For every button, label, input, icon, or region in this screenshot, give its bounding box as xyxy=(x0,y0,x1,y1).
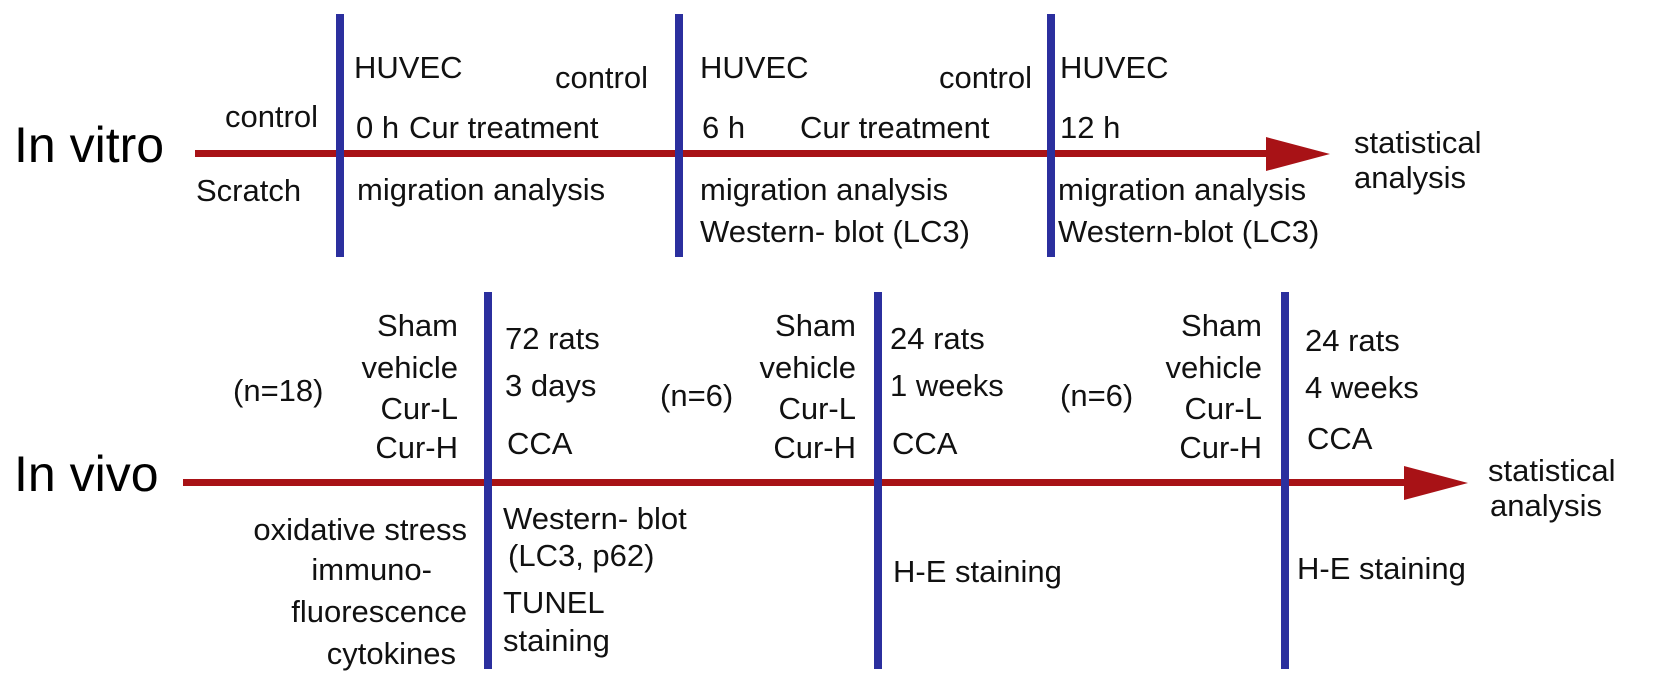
in-vivo-seg3-count: 24 rats xyxy=(1305,323,1400,358)
in-vivo-seg0-n: (n=18) xyxy=(233,373,324,408)
in-vitro-seg2-control: control xyxy=(938,60,1032,95)
in-vivo-divider-4weeks xyxy=(1281,292,1289,669)
in-vivo-divider-3days xyxy=(484,292,492,669)
in-vitro-divider-0h xyxy=(336,14,344,257)
in-vitro-seg2-cells: HUVEC xyxy=(700,50,809,85)
in-vitro-seg1-analysis: migration analysis xyxy=(357,172,606,207)
in-vivo-seg2-group-curl: Cur-L xyxy=(1184,391,1262,426)
in-vitro-endpoint-line1: statistical xyxy=(1354,125,1482,160)
in-vitro-seg2-analysis1: migration analysis xyxy=(700,172,949,207)
in-vitro-seg2-time: 6 h xyxy=(702,110,746,145)
in-vivo-seg2-group-vehicle: vehicle xyxy=(1165,350,1263,385)
in-vitro-seg3-analysis1: migration analysis xyxy=(1058,172,1307,207)
in-vivo-seg1-model: CCA xyxy=(507,426,573,461)
in-vivo-seg2-count: 24 rats xyxy=(890,321,985,356)
in-vivo-seg1-assay-staining: staining xyxy=(503,623,610,658)
in-vivo-seg3-assay: H-E staining xyxy=(1297,551,1466,586)
in-vivo-seg0-assay-oxidative: oxidative stress xyxy=(253,512,467,547)
in-vivo-timeline-line xyxy=(183,479,1408,486)
in-vitro-divider-12h xyxy=(1047,14,1055,257)
in-vivo-seg2-duration: 1 weeks xyxy=(890,368,1004,403)
in-vivo-seg0-assay-fluorescence: fluorescence xyxy=(291,594,467,629)
in-vivo-seg2-group-curh: Cur-H xyxy=(1179,430,1262,465)
in-vivo-seg1-group-vehicle: vehicle xyxy=(759,350,857,385)
in-vitro-seg1-control: control xyxy=(554,60,648,95)
in-vivo-seg1-group-sham: Sham xyxy=(775,308,856,343)
in-vitro-seg1-time: 0 h xyxy=(356,110,400,145)
in-vitro-seg0-scratch: Scratch xyxy=(196,173,302,208)
in-vivo-seg3-model: CCA xyxy=(1307,421,1373,456)
in-vitro-seg3-time: 12 h xyxy=(1060,110,1121,145)
in-vivo-seg1-group-curh: Cur-H xyxy=(773,430,856,465)
in-vivo-seg1-count: 72 rats xyxy=(505,321,600,356)
in-vitro-timeline-line xyxy=(195,150,1270,157)
in-vivo-seg1-assay-markers: (LC3, p62) xyxy=(508,538,655,573)
in-vitro-seg1-treatment: Cur treatment xyxy=(409,110,599,145)
in-vivo-seg0-assay-immuno: immuno- xyxy=(311,552,432,587)
in-vivo-seg2-model: CCA xyxy=(892,426,958,461)
in-vivo-seg1-n: (n=6) xyxy=(660,378,734,413)
in-vitro-endpoint-line2: analysis xyxy=(1354,160,1466,195)
in-vivo-seg2-assay: H-E staining xyxy=(893,554,1062,589)
in-vitro-seg1-cells: HUVEC xyxy=(354,50,463,85)
in-vitro-seg2-treatment: Cur treatment xyxy=(800,110,990,145)
in-vitro-arrowhead-icon xyxy=(1266,137,1330,171)
in-vitro-divider-6h xyxy=(675,14,683,257)
in-vitro-seg0-control: control xyxy=(224,99,318,134)
in-vivo-seg1-assay-tunel: TUNEL xyxy=(503,585,605,620)
in-vivo-seg2-n: (n=6) xyxy=(1060,378,1134,413)
in-vivo-seg1-duration: 3 days xyxy=(505,368,597,403)
in-vivo-seg2-group-sham: Sham xyxy=(1181,308,1262,343)
in-vivo-arrowhead-icon xyxy=(1404,466,1468,500)
in-vitro-seg3-analysis2: Western-blot (LC3) xyxy=(1058,214,1320,249)
in-vivo-endpoint-line1: statistical xyxy=(1488,453,1616,488)
in-vitro-label: In vitro xyxy=(14,117,165,173)
in-vivo-seg0-group-curl: Cur-L xyxy=(380,391,458,426)
in-vitro-seg2-analysis2: Western- blot (LC3) xyxy=(700,214,970,249)
in-vivo-seg0-group-sham: Sham xyxy=(377,308,458,343)
in-vivo-seg0-group-vehicle: vehicle xyxy=(361,350,459,385)
in-vitro-seg3-cells: HUVEC xyxy=(1060,50,1169,85)
in-vivo-divider-1week xyxy=(874,292,882,669)
in-vivo-endpoint-line2: analysis xyxy=(1490,488,1602,523)
in-vivo-seg1-group-curl: Cur-L xyxy=(778,391,856,426)
in-vivo-seg3-duration: 4 weeks xyxy=(1305,370,1419,405)
in-vivo-seg1-assay-western: Western- blot xyxy=(503,501,687,536)
in-vivo-label: In vivo xyxy=(14,446,159,502)
in-vivo-seg0-group-curh: Cur-H xyxy=(375,430,458,465)
in-vivo-seg0-assay-cytokines: cytokines xyxy=(326,636,456,671)
